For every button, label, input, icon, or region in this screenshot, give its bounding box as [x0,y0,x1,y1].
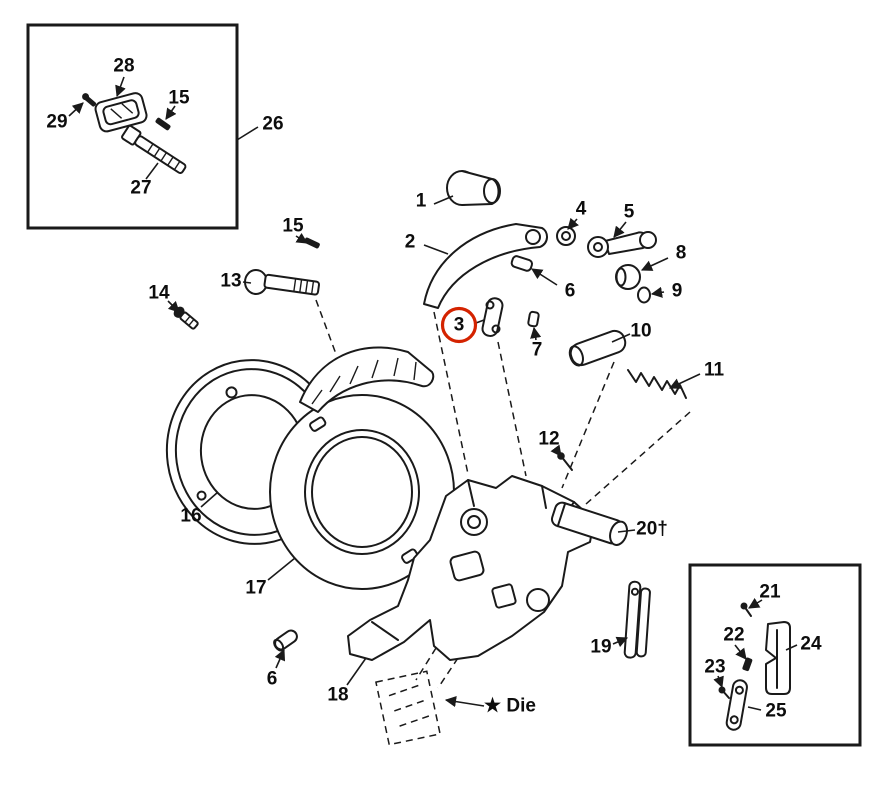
callout-part-2: 2 [404,231,416,253]
leader-part-18 [346,657,367,686]
part-18-carriage-body [347,475,595,661]
leader-lines [68,76,798,711]
leader-part-5 [613,221,627,238]
callout-part-6-upper: 6 [564,280,576,302]
leader-part-11 [668,373,701,389]
callout-part-6-lower: 6 [266,668,278,690]
inset-box-top-left [26,23,239,230]
callout-part-15-main: 15 [282,215,304,237]
part-2-handle-arm [423,223,548,309]
callout-part-11: 11 [703,359,725,381]
part-24-latch [765,621,791,695]
leader-part-2 [423,244,449,255]
leader-part-23 [713,675,724,689]
callout-part-10: 10 [630,320,652,342]
callout-part-24: 24 [800,633,822,655]
callout-part-5: 5 [623,201,635,223]
leader-part-3 [475,319,485,324]
callout-part-22: 22 [723,624,745,646]
part-8-knob-nut [615,264,641,290]
callout-part-19: 19 [590,636,612,658]
callout-part-23: 23 [704,656,726,678]
callout-part-21: 21 [759,581,781,603]
leader-part-1 [433,195,454,205]
part-21-screw [740,602,752,617]
leader-part-6-lower [274,648,286,669]
callout-part-17: 17 [245,577,267,599]
leader-part-21 [748,597,763,609]
part-22-pin [742,657,753,672]
leader-part-8 [640,257,669,271]
part-23-screw [718,686,730,699]
part-27-screw [121,124,187,174]
leader-part-15-main [295,232,308,244]
leader-part-13 [242,281,252,284]
part-28-plate [94,92,148,133]
part-13-bolt [244,269,321,296]
callout-part-16: 16 [180,505,202,527]
callout-part-15-inset: 15 [168,87,190,109]
callout-part-28: 28 [113,55,135,77]
leader-part-9 [650,286,665,298]
leader-part-4 [567,217,579,230]
callout-part-13: 13 [220,270,242,292]
callout-part-12: 12 [538,428,560,450]
leader-part-14 [167,300,180,313]
leader-part-15-inset [165,105,177,120]
leader-part-16 [200,491,219,508]
part-3-link [481,297,504,337]
callout-part-14: 14 [148,282,170,304]
part-29-screw [82,93,97,107]
callout-die: ★ Die [484,695,536,717]
part-5-lever [587,231,657,258]
leader-part-20 [617,529,636,533]
part-20-shaft [550,501,628,546]
part-9-retaining-ring [637,286,651,304]
leader-die [444,696,485,708]
leader-part-19 [612,636,629,648]
leader-part-24 [785,644,798,651]
leader-part-25 [747,706,762,711]
leader-part-26 [236,126,259,141]
leader-part-17 [267,557,296,581]
part-15-pin-main [304,237,320,249]
callout-part-7: 7 [531,339,543,361]
callout-part-1: 1 [415,190,427,212]
highlight-circle-part-3 [440,306,478,344]
callout-part-3: 3 [453,314,465,336]
die-dashed-outline [375,670,441,746]
part-4-washer [556,226,576,246]
leader-part-29 [68,102,84,117]
callout-part-27: 27 [130,177,152,199]
part-11-spring [627,369,687,399]
part-19-pawl [623,580,651,659]
leader-part-12 [550,444,562,457]
callout-part-20: 20† [636,518,668,540]
callout-part-4: 4 [575,198,587,220]
leader-part-22 [734,644,747,660]
part-1-bushing [446,170,501,206]
part-17-cam-plate [269,346,455,590]
part-10-roller [568,329,627,367]
inset-box-bottom-right [688,563,862,747]
part-6-pin-lower [273,629,298,652]
part-25-link [725,679,748,731]
leader-part-27 [145,162,159,180]
part-15-pin-inset [155,117,171,131]
leader-part-28 [115,76,126,98]
part-6-pin-upper [510,255,534,272]
callout-part-18: 18 [327,684,349,706]
part-7-pin [527,310,540,328]
callout-part-25: 25 [765,700,787,722]
callout-part-26: 26 [262,113,284,135]
leader-part-10 [611,333,631,343]
leader-part-7 [530,326,542,341]
callout-part-29: 29 [46,111,68,133]
callout-part-9: 9 [671,280,683,302]
leader-part-6-upper [531,268,558,286]
callout-part-8: 8 [675,242,687,264]
